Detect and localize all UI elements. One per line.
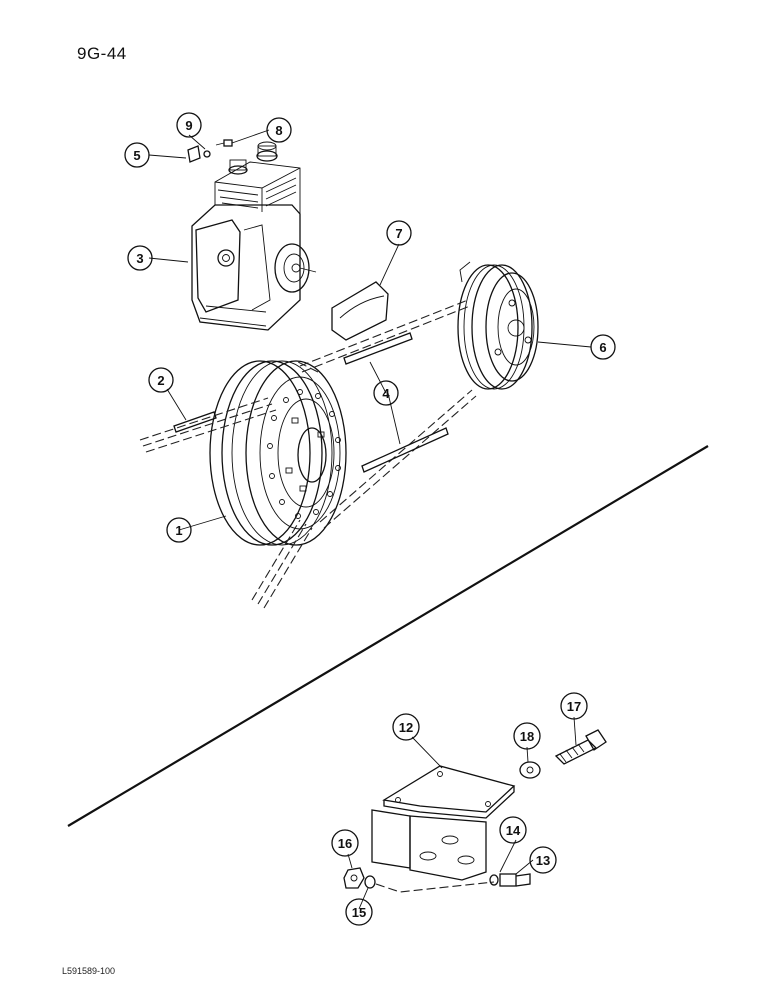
- callout-5-label: 5: [133, 148, 140, 163]
- callout-3-label: 3: [136, 251, 143, 266]
- washer-part-15: [364, 875, 376, 889]
- bolt-part-17: [554, 729, 607, 765]
- callout-18-label: 18: [520, 729, 534, 744]
- callout-6: [590, 334, 616, 360]
- callout-8-label: 8: [275, 123, 282, 138]
- bolt-part-13: [499, 873, 531, 887]
- compressor: [191, 141, 317, 331]
- main-pulley-part-1: [209, 360, 347, 546]
- callout-3: [127, 245, 153, 271]
- page-number: 9G-44: [77, 44, 127, 63]
- callout-17: [560, 692, 588, 720]
- reference-code: L591589-100: [62, 966, 116, 976]
- callout-4-label: 4: [382, 386, 390, 401]
- callout-16: [331, 829, 359, 857]
- leader-lines: [148, 129, 592, 910]
- callout-6-label: 6: [599, 340, 606, 355]
- callout-14-label: 14: [506, 823, 521, 838]
- screw-part-8: [215, 139, 233, 147]
- bracket-clip-part-5: [187, 145, 201, 163]
- callout-2: [148, 367, 174, 393]
- callout-9: [176, 112, 202, 138]
- callout-15: [345, 898, 373, 926]
- callout-2-label: 2: [157, 373, 164, 388]
- idler-pulley-part-6: [457, 261, 539, 390]
- nut-part-16: [343, 867, 365, 889]
- section-divider-line: [67, 445, 709, 827]
- callout-18: [513, 722, 541, 750]
- callout-15-label: 15: [352, 905, 366, 920]
- callout-12-label: 12: [399, 720, 413, 735]
- callout-16-label: 16: [338, 836, 352, 851]
- callout-markers: 1 2 3 4 5 6 7 8 9 12 13 14 15: [124, 112, 616, 926]
- washer-part-14: [489, 874, 499, 886]
- callout-5: [124, 142, 150, 168]
- callout-7: [386, 220, 412, 246]
- callout-7-label: 7: [395, 226, 402, 241]
- callout-1-label: 1: [175, 523, 182, 538]
- spacer-part-7: [331, 281, 389, 341]
- callout-4: [373, 380, 399, 406]
- callout-1: [166, 517, 192, 543]
- mounting-bracket-part-12: [371, 765, 516, 881]
- callout-13: [529, 846, 557, 874]
- belt-part-4: [343, 332, 449, 473]
- callout-17-label: 17: [567, 699, 581, 714]
- assembly-path: [375, 881, 495, 893]
- callout-12: [392, 713, 420, 741]
- drive-belts: [139, 299, 477, 609]
- callout-9-label: 9: [185, 118, 192, 133]
- callout-8: [266, 117, 292, 143]
- nut-part-18: [519, 761, 541, 779]
- callout-14: [499, 816, 527, 844]
- washer-part-9: [203, 150, 211, 158]
- belt-part-2: [173, 411, 217, 433]
- callout-13-label: 13: [536, 853, 550, 868]
